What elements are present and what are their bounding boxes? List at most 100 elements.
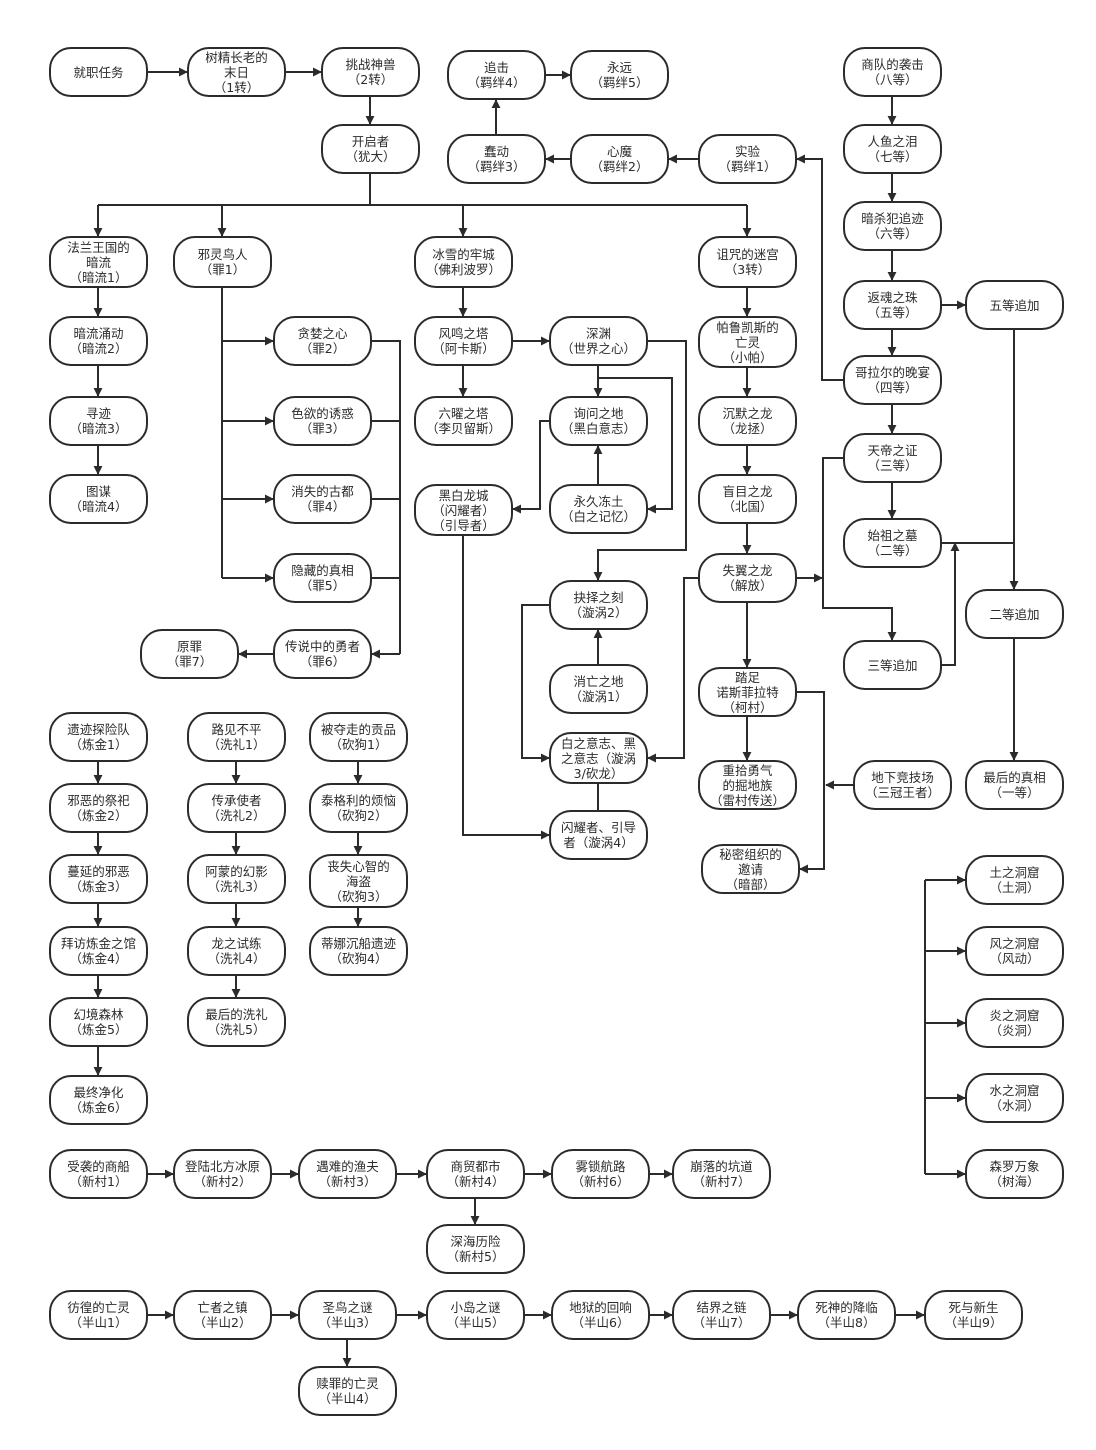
node-yincang: 隐藏的真相 （罪5） xyxy=(273,553,372,603)
node-erzhui: 二等追加 xyxy=(965,589,1064,639)
node-shenyuan: 深渊 （世界之心） xyxy=(549,316,648,366)
node-zhuiji: 追击 （羁绊4） xyxy=(447,50,546,100)
node-mangmu: 盲目之龙 （北国） xyxy=(698,474,797,524)
node-liuyao: 六曜之塔 （李贝留斯） xyxy=(414,396,513,446)
node-lujian: 路见不平 （洗礼1） xyxy=(187,712,286,762)
node-baifang: 拜访炼金之馆 （炼金4） xyxy=(49,926,148,976)
node-zaonan: 遇难的渔夫 （新村3） xyxy=(298,1149,397,1199)
node-chuanshuo: 传说中的勇者 （罪6） xyxy=(273,629,372,679)
node-xiee: 邪恶的祭祀 （炼金2） xyxy=(49,783,148,833)
node-dixia: 地下竞技场 （三冠王者） xyxy=(853,760,952,810)
node-tanlan: 贪婪之心 （罪2） xyxy=(273,316,372,366)
e-sins-rightbar-connector xyxy=(372,340,401,654)
node-shanyao: 闪耀者、引导 者（漩涡4） xyxy=(549,810,648,860)
node-shouxi: 受袭的商船 （新村1） xyxy=(49,1149,148,1199)
node-mimi: 秘密组织的 邀请 （暗部） xyxy=(701,844,800,894)
node-kaiqi: 开启者 （犹大） xyxy=(321,124,420,174)
node-bengluo: 崩落的坑道 （新村7） xyxy=(672,1149,771,1199)
node-xiaowang: 消亡之地 （漩涡1） xyxy=(549,664,648,714)
node-yiji: 遗迹探险队 （炼金1） xyxy=(49,712,148,762)
node-xunwen: 询问之地 （黑白意志） xyxy=(549,396,648,446)
e-shiyi-baizhi-arrow xyxy=(647,577,698,763)
node-tiandi: 天帝之证 （三等） xyxy=(843,433,942,483)
node-palu: 帕鲁凯斯的 亡灵 （小帕） xyxy=(698,316,797,368)
node-xinmo: 心魔 （羁绊2） xyxy=(570,134,669,184)
node-tu-dongku: 土之洞窟 （土洞） xyxy=(965,855,1064,905)
node-gelaer: 哥拉尔的晚宴 （四等） xyxy=(843,355,942,405)
node-huanjing: 幻境森林 （炼金5） xyxy=(49,997,148,1047)
node-longzhi: 龙之试练 （洗礼4） xyxy=(187,926,286,976)
node-beiduo: 被夺走的贡品 （砍狗1） xyxy=(309,712,408,762)
node-jueze: 抉择之刻 （漩涡2） xyxy=(549,580,648,630)
node-shujing: 树精长老的 末日 （1转） xyxy=(187,47,286,97)
node-dina: 蒂娜沉船遗迹 （砍狗4） xyxy=(309,926,408,976)
node-chenmo: 沉默之龙 （龙拯） xyxy=(698,396,797,446)
node-ameng: 阿蒙的幻影 （洗礼3） xyxy=(187,854,286,904)
node-shangdui: 商队的袭击 （八等） xyxy=(843,47,942,97)
node-chundong: 蠢动 （羁绊3） xyxy=(447,134,546,184)
e-xunwen-heibai-arrow xyxy=(512,420,549,514)
node-denglu: 登陆北方冰原 （新村2） xyxy=(173,1149,272,1199)
node-shiyan: 实验 （羁绊1） xyxy=(698,134,797,184)
node-zuzhou: 诅咒的迷宫 （3转） xyxy=(698,236,797,288)
node-renyu: 人鱼之泪 （七等） xyxy=(843,124,942,174)
node-chongshi: 重拾勇气 的掘地族 （雷村传送） xyxy=(698,760,797,810)
node-shangmao: 商贸都市 （新村4） xyxy=(426,1149,525,1199)
e-jueze-baizhi-arrow xyxy=(521,604,550,763)
node-anliu2: 暗流涌动 （暗流2） xyxy=(49,316,148,366)
node-jiuzhi: 就职任务 xyxy=(49,47,148,97)
node-zuihou-zhenxiang: 最后的真相 （一等） xyxy=(965,760,1064,810)
node-xiaoshi: 消失的古都 （罪4） xyxy=(273,474,372,524)
e-sanzhui-shizu-arrow xyxy=(942,542,960,666)
node-ansha: 暗杀犯追迹 （六等） xyxy=(843,201,942,251)
node-xunji: 寻迹 （暗流3） xyxy=(49,396,148,446)
node-seyu: 色欲的诱惑 （罪3） xyxy=(273,396,372,446)
node-baizhi: 白之意志、黑 之意志（漩涡 3/砍龙） xyxy=(549,732,648,784)
node-yan-dongku: 炎之洞窟 （炎洞） xyxy=(965,998,1064,1048)
node-zuihou-xili: 最后的洗礼 （洗礼5） xyxy=(187,997,286,1047)
node-shiyi: 失翼之龙 （解放） xyxy=(698,553,797,603)
node-panghuang: 彷徨的亡灵 （半山1） xyxy=(49,1290,148,1340)
node-sanzhui: 三等追加 xyxy=(843,640,942,690)
e-shenyuan-loop-arrow xyxy=(598,377,673,514)
node-diyu: 地狱的回响 （半山6） xyxy=(551,1290,650,1340)
node-tiaozhan: 挑战神兽 （2转） xyxy=(321,47,420,97)
node-shengniao: 圣鸟之谜 （半山3） xyxy=(298,1290,397,1340)
node-yongyuan: 永远 （羁绊5） xyxy=(570,50,669,100)
e-shenyuan-jueze-arrow xyxy=(593,340,687,581)
node-chuancheng: 传承使者 （洗礼2） xyxy=(187,783,286,833)
e-gelaer-shiyan-arrow xyxy=(796,154,843,381)
node-jiejie: 结界之链 （半山7） xyxy=(672,1290,771,1340)
node-bingxue: 冰雪的牢城 （佛利波罗） xyxy=(414,236,513,288)
node-shui-dongku: 水之洞窟 （水洞） xyxy=(965,1073,1064,1123)
node-falan: 法兰王国的 暗流 （暗流1） xyxy=(49,236,148,288)
node-xiaodao: 小岛之谜 （半山5） xyxy=(426,1290,525,1340)
node-sishen: 死神的降临 （半山8） xyxy=(797,1290,896,1340)
node-yongjiu: 永久冻土 （白之记忆） xyxy=(549,484,648,534)
node-taigeli: 泰格利的烦恼 （砍狗2） xyxy=(309,783,408,833)
node-sangshi: 丧失心智的 海盗 （砍狗3） xyxy=(309,854,408,908)
node-feng-dongku: 风之洞窟 （风动） xyxy=(965,926,1064,976)
node-shuzui: 赎罪的亡灵 （半山4） xyxy=(298,1366,397,1416)
node-manyan: 蔓延的邪恶 （炼金3） xyxy=(49,854,148,904)
node-siyu: 死与新生 （半山9） xyxy=(924,1290,1023,1340)
node-shenhai: 深海历险 （新村5） xyxy=(426,1224,525,1274)
node-wangzhe: 亡者之镇 （半山2） xyxy=(173,1290,272,1340)
node-senluo: 森罗万象 （树海） xyxy=(965,1149,1064,1199)
node-heibai: 黑白龙城 （闪耀者） （引导者） xyxy=(414,484,513,536)
node-zuizhong: 最终净化 （炼金6） xyxy=(49,1075,148,1125)
e-tiandi-sanzhui-arrow xyxy=(822,457,897,641)
e-tazu-mimi-arrow xyxy=(797,691,825,874)
node-xieling: 邪灵鸟人 （罪1） xyxy=(173,236,272,288)
node-tumou: 图谋 （暗流4） xyxy=(49,474,148,524)
node-fanhun: 返魂之珠 （五等） xyxy=(843,280,942,330)
e-heibai-shanyao-arrow xyxy=(462,536,550,840)
node-tazu: 踏足 诺斯菲拉特 （柯村） xyxy=(698,667,797,717)
node-fengming: 风鸣之塔 （阿卡斯） xyxy=(414,316,513,366)
node-yuanzui: 原罪 （罪7） xyxy=(140,629,239,679)
node-wusuo: 雾锁航路 （新村6） xyxy=(551,1149,650,1199)
node-wuzhui: 五等追加 xyxy=(965,280,1064,330)
node-shizu: 始祖之墓 （二等） xyxy=(843,518,942,568)
